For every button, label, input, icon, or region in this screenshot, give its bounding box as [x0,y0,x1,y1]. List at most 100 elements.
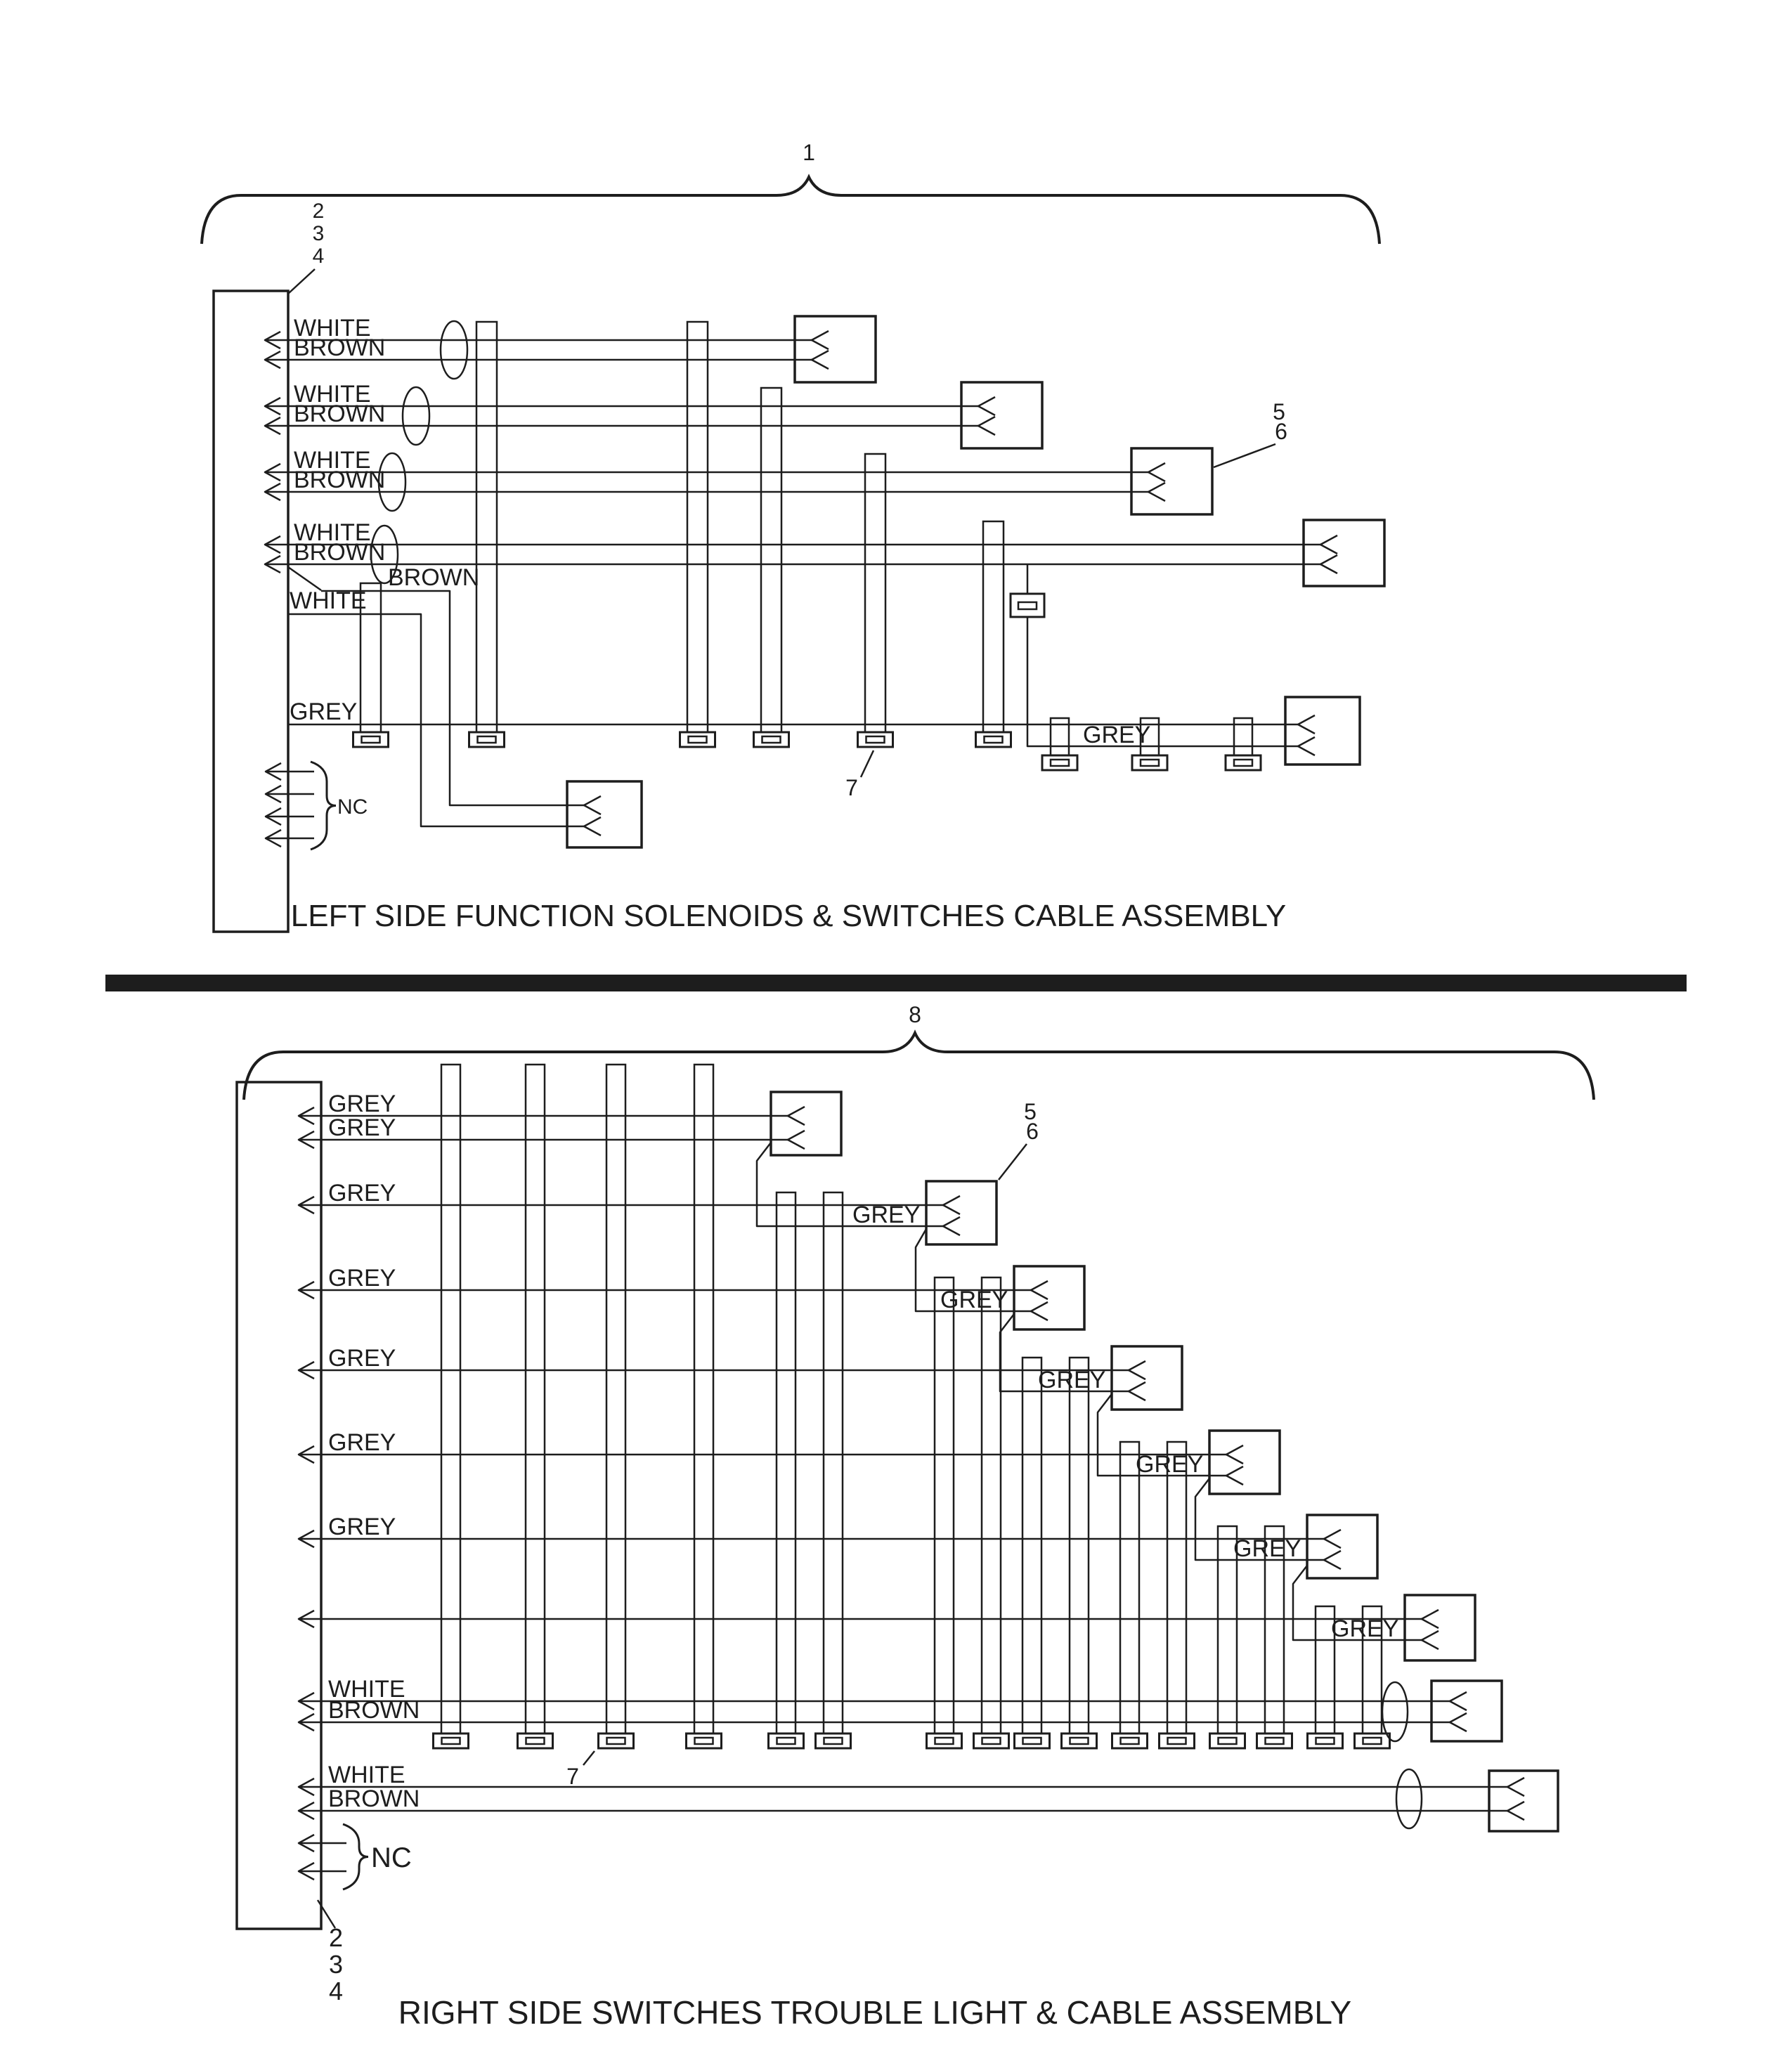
arrowhead-icon [264,396,281,416]
pin-chevron-icon [1297,714,1316,735]
pin-chevron-icon [1030,1280,1048,1301]
pin-chevron-icon [1323,1528,1342,1549]
cable-channel-bar [760,386,783,734]
connector-box [793,315,877,384]
cable-clamp-inner [1022,1736,1042,1745]
cable-channel-bar [1021,1356,1043,1735]
arrowhead-icon [297,1609,315,1629]
cable-channel-bar [605,1063,627,1735]
pin-chevron-icon [1225,1465,1244,1486]
pin-chevron-icon [1319,534,1338,555]
wire-label: GREY [1233,1535,1301,1562]
callout-number: 3 [329,1950,343,1979]
pin-chevron-icon [1448,1712,1467,1733]
wire [321,590,584,807]
pin-chevron-icon [977,415,996,436]
pin-chevron-icon [1506,1800,1525,1821]
cable-clamp-inner [1264,1736,1285,1745]
wire-label: GREY [1331,1615,1398,1642]
cable-channel-bar [775,1191,797,1735]
pin-chevron-icon [583,816,602,837]
wire-label: GREY [1136,1451,1203,1478]
wire-label: GREY [1083,722,1150,748]
pin-chevron-icon [1420,1630,1439,1651]
cable-clamp-inner [694,1736,714,1745]
wire-label: GREY [328,1180,396,1206]
wire-label: BROWN [294,334,385,361]
cable-clamp-inner [1217,1736,1238,1745]
arrowhead-icon [264,762,282,781]
arrowhead-icon [264,784,282,804]
callout-number: 5 [1024,1099,1037,1124]
bundle-brace [242,1029,1595,1100]
cable-clamp-inner [981,1736,1001,1745]
wire-label: GREY [290,698,357,725]
wire-label: GREY [328,1091,396,1117]
link-wire [755,1142,943,1228]
connector-box [1430,1679,1503,1743]
cable-clamp-inner [761,735,781,744]
inline-clamp-box-inner [1017,601,1038,611]
link-wire [1292,1565,1422,1641]
nc-label: NC [337,795,368,819]
cable-clamp-inner [776,1736,796,1745]
callout-number: 6 [1026,1119,1039,1144]
connector-box [566,780,643,849]
cable-clamp-inner [441,1736,461,1745]
nc-brace [310,760,337,851]
link-wire [999,1313,1129,1393]
cable-channel-bar [475,320,498,734]
section-divider [105,975,1687,991]
pin-chevron-icon [1225,1444,1244,1465]
wire-label: BROWN [388,564,479,591]
arrowhead-icon [297,1445,315,1464]
cable-clamp-inner [606,1736,626,1745]
pin-chevron-icon [786,1105,805,1126]
pin-chevron-icon [1323,1549,1342,1570]
cable-channel-bar [982,520,1005,734]
pin-chevron-icon [583,795,602,816]
leader-line [287,566,322,592]
arrowhead-icon [297,1130,315,1150]
wire-label: BROWN [328,1785,420,1812]
pin-chevron-icon [977,396,996,417]
arrowhead-icon [264,462,281,482]
section-title: RIGHT SIDE SWITCHES TROUBLE LIGHT & CABL… [398,1994,1352,2031]
connector-box [1306,1514,1379,1580]
link-wire [914,1228,1031,1313]
leader-line [998,1143,1027,1180]
connector-box [1208,1429,1281,1495]
pin-chevron-icon [1030,1301,1048,1322]
pin-chevron-icon [1127,1360,1146,1381]
leader-line [583,1750,595,1766]
callout-number: 1 [803,140,815,165]
wire-label: GREY [852,1202,920,1228]
cable-clamp-inner [983,735,1004,744]
connector-box [925,1180,998,1246]
arrowhead-icon [297,1106,315,1126]
cable-clamp-inner [1362,1736,1382,1745]
wire-label: BROWN [328,1697,420,1724]
pin-chevron-icon [1420,1608,1439,1630]
pin-chevron-icon [810,330,829,351]
connector-block [235,1081,323,1930]
wire-label: WHITE [294,381,371,408]
wire-label: GREY [328,1265,396,1292]
cable-channel-bar [440,1063,462,1735]
callout-number: 6 [1275,419,1287,444]
callout-number: 4 [329,1977,343,2005]
arrowhead-icon [297,1529,315,1549]
cable-channel-bar [933,1276,955,1735]
pin-chevron-icon [810,349,829,370]
link-wire [1096,1393,1226,1477]
cable-channel-bar [1119,1440,1141,1735]
callout-number: 4 [313,245,325,268]
bundle-brace [200,174,1381,245]
callout-number: 5 [1273,399,1285,424]
cable-tie-loop [1395,1768,1423,1830]
arrowhead-icon [297,1195,315,1215]
cable-channel-bar [1068,1356,1090,1735]
arrowhead-icon [297,1360,315,1380]
arrowhead-icon [264,416,281,436]
